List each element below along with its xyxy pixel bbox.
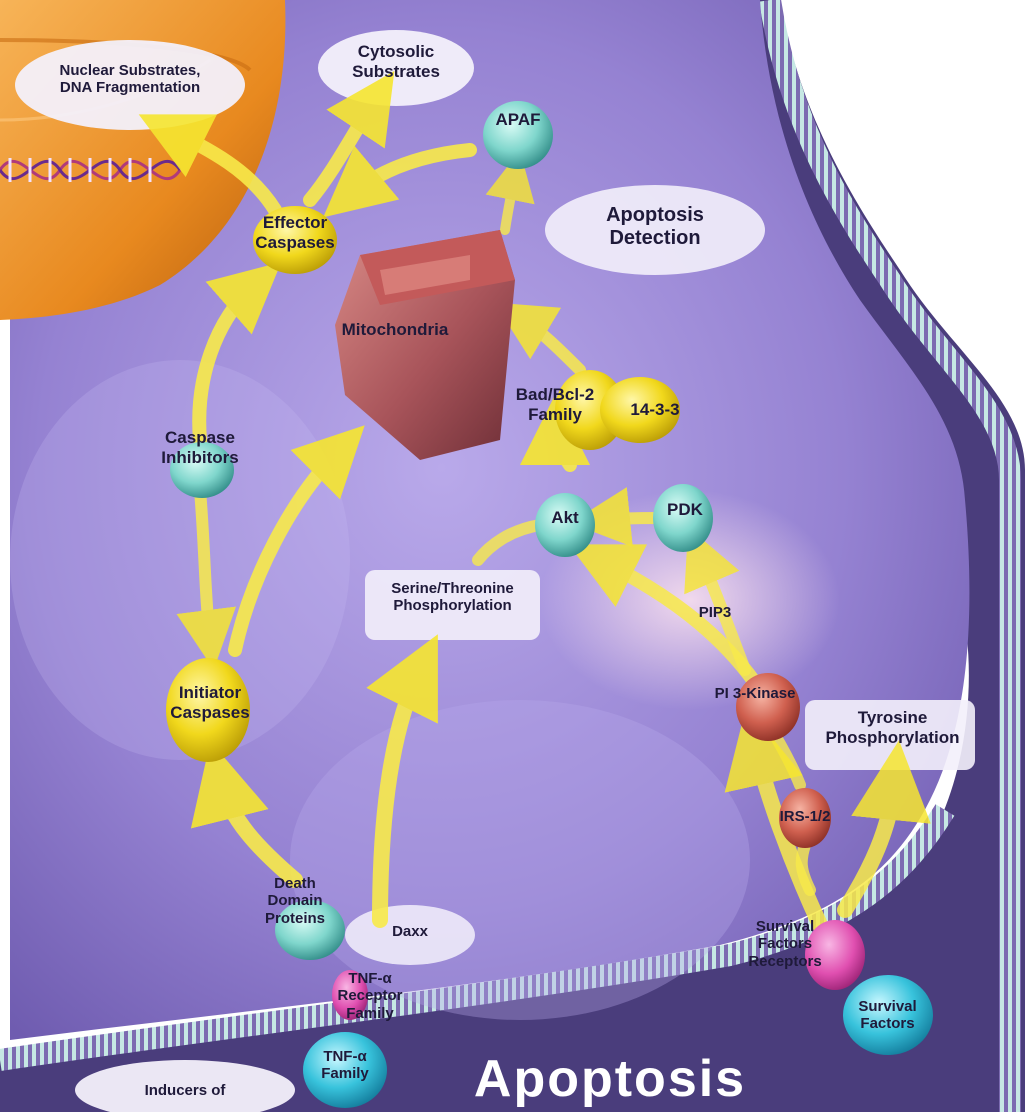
- label-pi3-kinase: PI 3-Kinase: [695, 685, 815, 702]
- label-serine-threonine: Serine/Threonine Phosphorylation: [365, 580, 540, 615]
- label-cytosolic-substrates: Cytosolic Substrates: [330, 42, 462, 81]
- label-daxx: Daxx: [375, 923, 445, 940]
- label-effector-caspases: Effector Caspases: [245, 213, 345, 252]
- label-caspase-inhibitors: Caspase Inhibitors: [150, 428, 250, 467]
- label-apaf: APAF: [488, 110, 548, 130]
- label-bad-bcl2: Bad/Bcl-2 Family: [505, 385, 605, 424]
- page-title: Apoptosis: [440, 1050, 780, 1110]
- label-tnf-family: TNF-α Family: [300, 1048, 390, 1083]
- label-pdk: PDK: [655, 500, 715, 520]
- label-survival-receptors: Survival Factors Receptors: [735, 918, 835, 970]
- label-nuclear-substrates: Nuclear Substrates, DNA Fragmentation: [25, 62, 235, 97]
- label-irs: IRS-1/2: [770, 808, 840, 825]
- label-survival-factors: Survival Factors: [840, 998, 935, 1033]
- label-initiator-caspases: Initiator Caspases: [160, 683, 260, 722]
- label-pip3: PIP3: [685, 604, 745, 621]
- label-inducers: Inducers of: [110, 1082, 260, 1099]
- label-mitochondria: Mitochondria: [335, 320, 455, 340]
- label-akt: Akt: [540, 508, 590, 528]
- label-14-3-3: 14-3-3: [620, 400, 690, 420]
- label-death-domain: Death Domain Proteins: [255, 875, 335, 927]
- label-tyrosine-phosphorylation: Tyrosine Phosphorylation: [805, 708, 980, 747]
- label-tnf-receptor: TNF-α Receptor Family: [320, 970, 420, 1022]
- label-apoptosis-detection: Apoptosis Detection: [560, 204, 750, 250]
